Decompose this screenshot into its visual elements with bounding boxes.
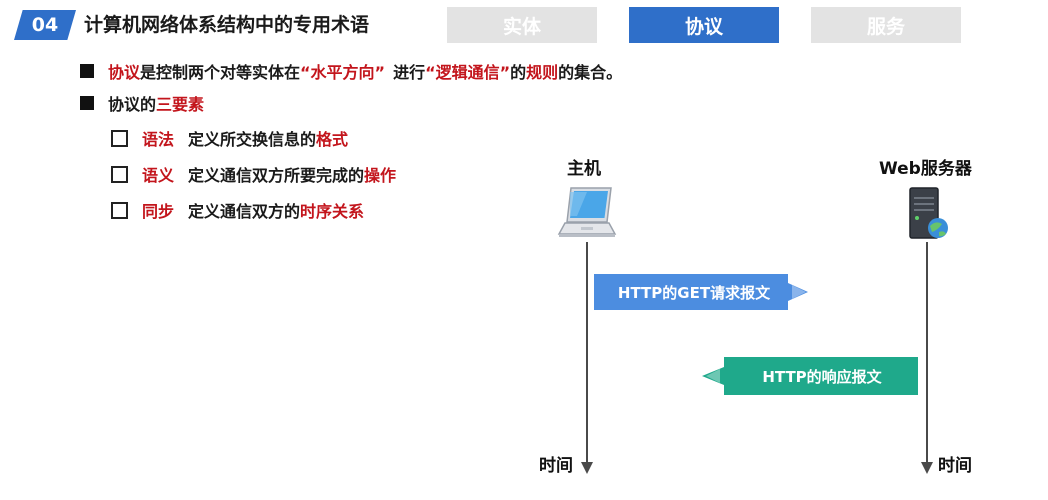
term-protocol: 协议	[108, 63, 141, 82]
server-timeline	[926, 242, 928, 464]
response-label: HTTP的响应报文	[762, 367, 882, 386]
checkbox-square-icon	[111, 129, 128, 147]
host-timeline	[586, 242, 588, 464]
request-label: HTTP的GET请求报文	[617, 283, 771, 302]
term-three-elements: 三要素	[156, 95, 205, 114]
element-syntax: 语法 定义所交换信息的 格式	[111, 126, 348, 150]
three-elements-heading: 协议的 三要素	[80, 91, 204, 115]
server-label: Web服务器	[879, 159, 972, 179]
tab-protocol-label: 协议	[684, 15, 723, 38]
server-icon	[909, 187, 948, 239]
element-desc: 定义所交换信息的	[188, 130, 317, 149]
protocol-definition: 协议 是控制两个对等实体在 “水平方向” 进行 “逻辑通信” 的 规则 的集合。	[80, 59, 622, 83]
time-label-server: 时间	[938, 456, 972, 476]
element-term: 语法	[142, 130, 175, 149]
tab-entity[interactable]: 实体	[447, 7, 597, 43]
time-label-host: 时间	[539, 456, 573, 476]
definition-text-4: 的集合。	[558, 63, 623, 82]
definition-text-1: 是控制两个对等实体在	[140, 63, 301, 82]
definition-text-3: 的	[510, 63, 527, 82]
element-emphasis: 操作	[364, 166, 397, 185]
section-number: 04	[31, 14, 59, 36]
page-title: 计算机网络体系结构中的专用术语	[84, 14, 370, 36]
element-semantics: 语义 定义通信双方所要完成的 操作	[111, 162, 396, 186]
quote-logical-communication: “逻辑通信”	[425, 63, 511, 82]
three-elements-text: 协议的	[108, 95, 157, 114]
element-synchronization: 同步 定义通信双方的 时序关系	[111, 198, 364, 222]
element-desc: 定义通信双方的	[188, 202, 301, 221]
host-label: 主机	[567, 159, 601, 179]
checkbox-square-icon	[111, 165, 128, 183]
element-desc: 定义通信双方所要完成的	[188, 166, 365, 185]
tab-entity-label: 实体	[502, 15, 541, 38]
element-term: 语义	[142, 166, 175, 185]
bullet-square-icon	[80, 64, 94, 78]
section-number-badge: 04	[14, 10, 76, 40]
checkbox-square-icon	[111, 201, 128, 219]
tab-service[interactable]: 服务	[811, 7, 961, 43]
element-term: 同步	[142, 202, 175, 221]
element-emphasis: 时序关系	[300, 202, 365, 221]
element-emphasis: 格式	[316, 130, 349, 149]
term-rules: 规则	[526, 63, 559, 82]
host-timeline-arrowhead-icon	[581, 462, 593, 474]
definition-text-2: 进行	[393, 63, 426, 82]
request-arrow	[594, 274, 808, 310]
tab-service-label: 服务	[866, 15, 905, 38]
bullet-square-icon	[80, 96, 94, 110]
laptop-icon	[557, 187, 617, 237]
response-arrow	[702, 357, 918, 395]
tab-protocol[interactable]: 协议	[629, 7, 779, 43]
server-timeline-arrowhead-icon	[921, 462, 933, 474]
quote-horizontal: “水平方向”	[300, 63, 386, 82]
